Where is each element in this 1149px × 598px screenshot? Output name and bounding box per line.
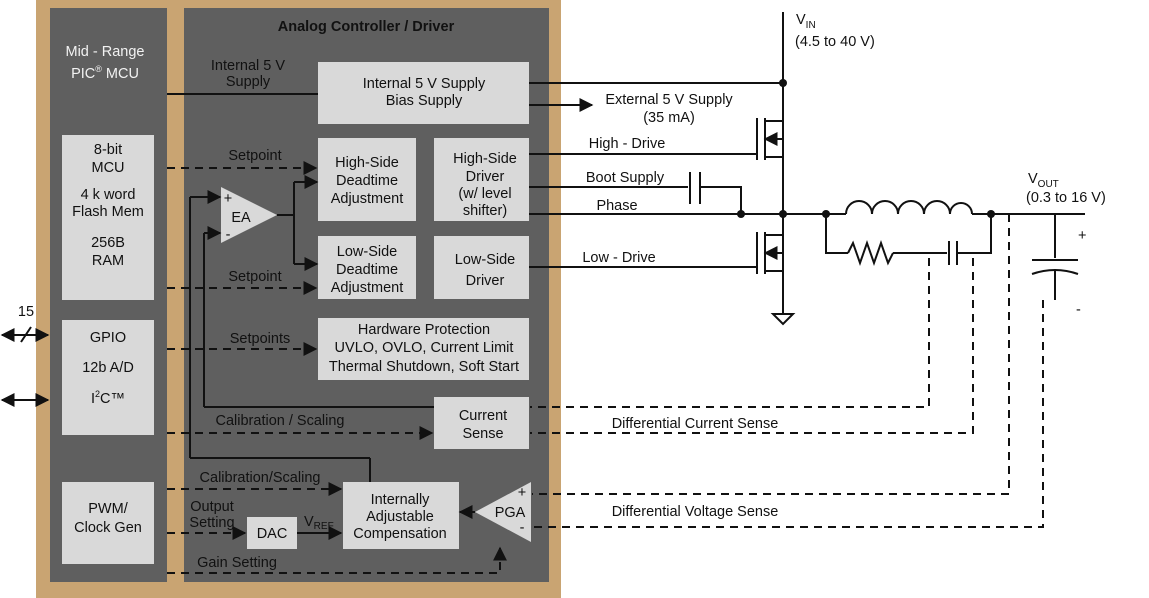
ls-driver-box	[434, 236, 529, 299]
supply-box	[318, 62, 529, 124]
protection-line1: Hardware Protection	[358, 322, 490, 338]
vout-label: VOUT	[1028, 171, 1059, 190]
bus-count-label: 15	[18, 304, 34, 320]
mcu-title-line1: Mid - Range	[66, 44, 145, 60]
phase-node-2	[779, 210, 787, 218]
calibration-label-1: Calibration / Scaling	[216, 413, 345, 429]
ram-size-label: 256B	[91, 235, 125, 251]
i2c-label: I2C™	[91, 389, 125, 407]
compensation-line2: Adjustable	[366, 509, 434, 525]
dac-box	[247, 517, 297, 549]
analog-title: Analog Controller / Driver	[278, 19, 455, 35]
out-cap-minus: -	[1076, 302, 1081, 318]
pga-minus: -	[520, 520, 525, 536]
hs-driver-line4: shifter)	[463, 203, 507, 219]
diff-current-label: Differential Current Sense	[612, 416, 779, 432]
protection-box	[318, 318, 529, 380]
adc-label: 12b A/D	[82, 360, 134, 376]
current-sense-neg	[530, 258, 930, 408]
ground-symbol	[770, 313, 796, 326]
flash-mem-label: Flash Mem	[72, 204, 144, 220]
ea-minus: -	[226, 227, 231, 243]
error-amplifier	[221, 187, 277, 243]
hs-deadtime-line2: Deadtime	[336, 173, 398, 189]
hs-deadtime-line3: Adjustment	[331, 191, 404, 207]
compensation-line1: Internally	[371, 492, 431, 508]
mcu-8bit-label: 8-bit	[94, 142, 122, 158]
output-setting-label-2: Setting	[189, 515, 234, 531]
out-cap-plus: +	[1078, 228, 1086, 244]
compensation-box	[343, 482, 459, 549]
internal-supply-label-1: Internal 5 V	[211, 58, 285, 74]
pga-amplifier	[475, 482, 531, 542]
hs-deadtime-line1: High-Side	[335, 155, 399, 171]
hs-driver-line3: (w/ level	[458, 186, 511, 202]
hs-driver-line1: High-Side	[453, 151, 517, 167]
vin-label: VIN	[796, 12, 816, 31]
supply-box-line2: Bias Supply	[386, 93, 463, 109]
ea-label: EA	[231, 210, 251, 226]
voltage-sense-pos	[532, 214, 1010, 495]
ram-label: RAM	[92, 253, 124, 269]
low-drive-label: Low - Drive	[582, 250, 655, 266]
vin-node	[779, 79, 787, 87]
ls-deadtime-box	[318, 236, 416, 299]
gpio-box	[62, 320, 154, 435]
sense-resistor	[847, 239, 894, 267]
ls-deadtime-line1: Low-Side	[337, 244, 397, 260]
hs-driver-line2: Driver	[466, 169, 505, 185]
diff-voltage-label: Differential Voltage Sense	[612, 504, 779, 520]
inductor	[845, 200, 973, 215]
current-sense-line2: Sense	[462, 426, 503, 442]
mcu-core-box	[62, 135, 154, 300]
pga-label: PGA	[495, 505, 526, 521]
ext-supply-label-1: External 5 V Supply	[605, 92, 733, 108]
pwm-box	[62, 482, 154, 564]
protection-line2: UVLO, OVLO, Current Limit	[335, 340, 514, 356]
high-drive-label: High - Drive	[589, 136, 666, 152]
pga-plus: +	[518, 485, 526, 501]
ext-supply-label-2: (35 mA)	[643, 110, 695, 126]
vout-range-label: (0.3 to 16 V)	[1026, 190, 1106, 206]
compensation-line3: Compensation	[353, 526, 447, 542]
rc-right	[957, 214, 992, 254]
boot-to-phase	[700, 186, 742, 214]
output-setting-label-1: Output	[190, 499, 234, 515]
ls-driver-line1: Low-Side	[455, 252, 515, 268]
current-sense-line1: Current	[459, 408, 507, 424]
pwm-label: PWM/	[88, 501, 128, 517]
flash-size-label: 4 k word	[81, 187, 136, 203]
bus-slash	[20, 326, 32, 343]
phase-label: Phase	[596, 198, 637, 214]
supply-box-line1: Internal 5 V Supply	[363, 76, 486, 92]
calibration-label-2: Calibration/Scaling	[200, 470, 321, 486]
phase-node-1	[737, 210, 745, 218]
mcu-label: MCU	[91, 160, 124, 176]
gpio-label: GPIO	[90, 330, 126, 346]
vref-label: VREF	[304, 514, 334, 532]
boot-supply-label: Boot Supply	[586, 170, 665, 186]
current-sense-pos	[530, 258, 974, 434]
setpoint-label-2: Setpoint	[228, 269, 281, 285]
hs-driver-box	[434, 138, 529, 221]
clock-gen-label: Clock Gen	[74, 520, 142, 536]
hs-deadtime-box	[318, 138, 416, 221]
ea-plus: +	[224, 191, 232, 207]
current-sense-box	[434, 397, 529, 449]
vin-range-label: (4.5 to 40 V)	[795, 34, 875, 50]
ls-deadtime-line3: Adjustment	[331, 280, 404, 296]
internal-supply-label-2: Supply	[226, 74, 271, 90]
mcu-title-line2: PIC® MCU	[71, 64, 139, 82]
ls-deadtime-line2: Deadtime	[336, 262, 398, 278]
dac-label: DAC	[257, 526, 288, 542]
rc-left	[825, 214, 848, 254]
setpoint-label-1: Setpoint	[228, 148, 281, 164]
protection-line3: Thermal Shutdown, Soft Start	[329, 359, 519, 375]
setpoints-label: Setpoints	[230, 331, 290, 347]
ls-driver-line2: Driver	[466, 273, 505, 289]
gain-setting-label: Gain Setting	[197, 555, 277, 571]
voltage-sense-neg	[532, 300, 1044, 528]
